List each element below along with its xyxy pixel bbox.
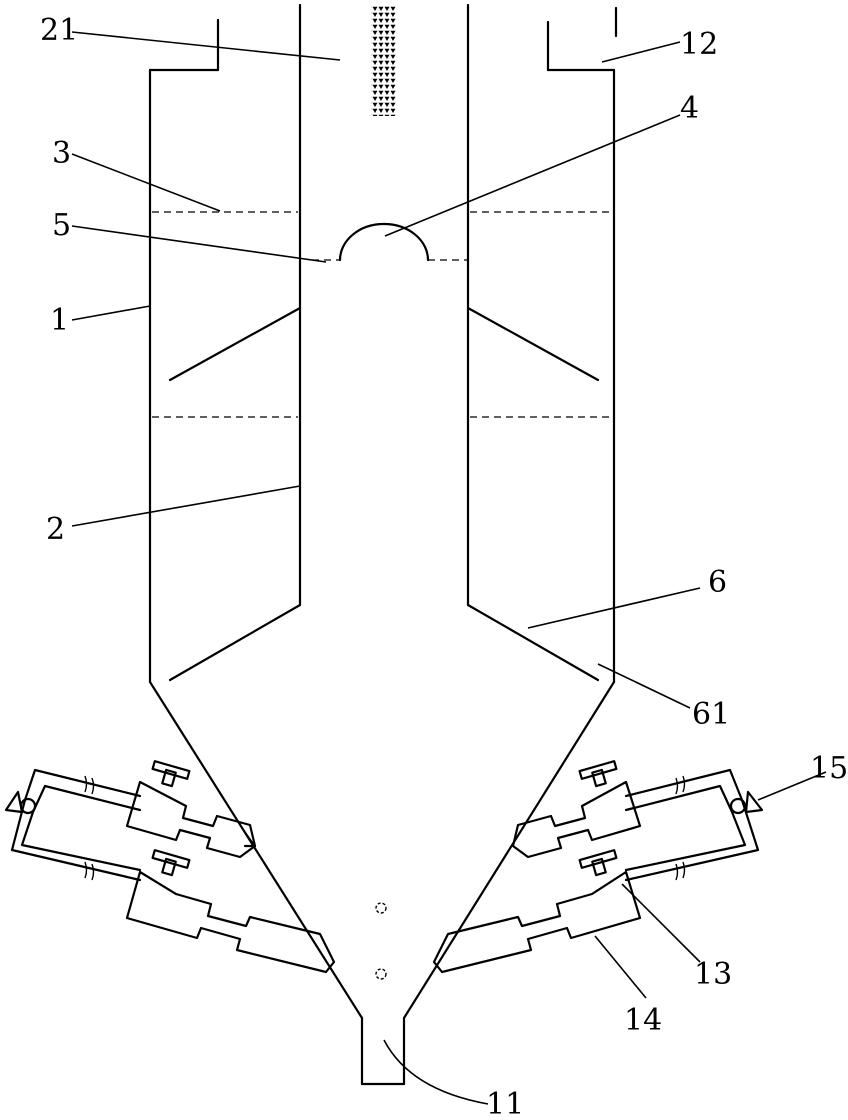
label-13: 13 [694, 957, 732, 992]
labels: 21 12 4 3 5 1 2 6 61 15 13 14 11 [40, 13, 848, 1120]
leader-lines [71, 31, 827, 1105]
label-2: 2 [46, 512, 65, 547]
baffles [168, 306, 600, 682]
liquid-levels [152, 211, 612, 418]
label-15: 15 [810, 751, 848, 786]
outer-vessel [148, 6, 618, 1086]
label-4: 4 [680, 91, 699, 126]
label-1: 1 [50, 303, 69, 338]
left-injector-assembly [4, 760, 336, 974]
label-3: 3 [52, 136, 71, 171]
particle-stream [371, 6, 396, 116]
label-61: 61 [692, 697, 730, 732]
label-14: 14 [624, 1003, 662, 1038]
hole [375, 902, 387, 914]
label-5: 5 [52, 208, 71, 243]
label-12: 12 [680, 27, 718, 62]
inner-draft-tube [298, 3, 470, 607]
label-6: 6 [708, 565, 727, 600]
hole [375, 968, 387, 980]
label-11: 11 [486, 1087, 524, 1120]
dome [338, 222, 430, 262]
label-21: 21 [40, 13, 78, 48]
right-injector-assembly [432, 760, 764, 974]
